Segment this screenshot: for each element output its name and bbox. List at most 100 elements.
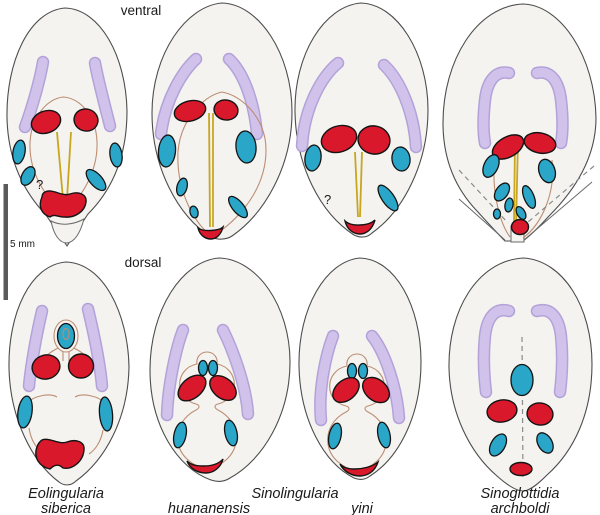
muscle-scar-teal xyxy=(357,362,369,380)
taxon-genus-sinoglottidia: Sinoglottidia xyxy=(481,486,560,502)
taxon-species-archboldi: archboldi xyxy=(491,501,551,515)
muscle-scar-red-posterior xyxy=(339,459,380,477)
muscle-scar-teal xyxy=(85,168,107,192)
flank-band-left xyxy=(478,67,514,148)
muscle-scar-red-right xyxy=(361,376,391,404)
flank-band-right xyxy=(532,305,567,397)
panel-ventral-sinolingularia-huananensis xyxy=(151,2,293,240)
nerve-line xyxy=(359,151,363,218)
muscle-scar-red-posterior xyxy=(186,458,224,474)
flank-muscle-bands xyxy=(477,303,569,399)
muscle-scar-teal xyxy=(172,421,188,449)
muscle-scar-teal xyxy=(175,177,189,197)
muscle-scar-red-left xyxy=(173,99,207,123)
muscle-scar-teal-median xyxy=(56,322,76,350)
flank-muscle-bands xyxy=(314,329,406,427)
visceral-line xyxy=(53,319,79,353)
panel-dorsal-sinolingularia-huananensis xyxy=(149,257,291,482)
muscle-scars-teal xyxy=(12,139,123,192)
muscle-scar-teal xyxy=(157,134,177,168)
muscle-scar-teal xyxy=(20,166,36,186)
visceral-line xyxy=(62,352,70,361)
taxon-species-huananensis: huananensis xyxy=(168,501,250,515)
muscle-scar-teal xyxy=(189,205,199,219)
nerve-line xyxy=(354,151,359,218)
muscle-scar-teal xyxy=(488,433,508,457)
median-dashed-line xyxy=(521,336,524,480)
taxon-labels: Eolingularia siberica huananensis Sinoli… xyxy=(28,486,559,515)
muscle-scars-teal xyxy=(17,395,114,432)
muscle-scar-red-posterior xyxy=(343,218,376,235)
muscle-scar-teal xyxy=(521,185,537,209)
muscle-scar-red-right xyxy=(73,108,99,132)
muscle-scar-teal xyxy=(515,205,527,221)
muscle-scar-teal xyxy=(327,422,343,450)
muscle-scars-teal xyxy=(488,432,554,457)
muscle-scar-red-right xyxy=(526,402,554,426)
flank-band-left xyxy=(24,306,47,391)
muscle-scars-teal xyxy=(327,421,392,450)
muscle-scar-teal xyxy=(376,421,392,449)
muscle-scar-teal xyxy=(207,359,219,377)
muscle-scar-teal xyxy=(493,182,511,202)
muscle-scars-teal-median xyxy=(346,362,369,380)
muscle-scar-red-left xyxy=(177,374,207,402)
valve-outline xyxy=(151,2,293,240)
muscle-scars-teal xyxy=(157,130,257,219)
muscle-scar-red-right xyxy=(209,374,237,402)
dashed-boundary-right xyxy=(527,165,595,223)
muscle-scar-teal xyxy=(346,362,358,380)
muscle-scar-teal xyxy=(223,419,239,447)
muscle-scar-teal xyxy=(109,142,123,168)
row-label-ventral: ventral xyxy=(121,3,162,18)
panel-ventral-sinolingularia-yini: ? xyxy=(294,2,429,238)
flank-band-left xyxy=(162,325,188,420)
flank-band-left xyxy=(20,57,48,132)
taxon-species-yini: yini xyxy=(350,501,374,515)
pseudointerarea-edge-right xyxy=(523,181,593,241)
panel-ventral-sinoglottidia-archboldi xyxy=(442,3,597,243)
muscle-scar-teal xyxy=(98,396,114,432)
flank-muscle-bands xyxy=(477,66,569,150)
flank-band-right xyxy=(532,67,568,148)
muscle-scar-teal xyxy=(235,130,257,164)
taxon-species-siberica: siberica xyxy=(41,501,91,515)
muscle-scars-teal-median xyxy=(197,359,219,377)
muscle-scar-teal xyxy=(537,158,557,184)
muscle-scar-red-left xyxy=(30,109,62,135)
muscle-scar-teal xyxy=(12,139,26,165)
flank-muscle-bands xyxy=(160,323,255,422)
muscle-scar-teal xyxy=(482,154,500,178)
pedicle-notch xyxy=(50,218,85,244)
muscle-scar-teal xyxy=(17,395,33,429)
flank-muscle-bands xyxy=(154,52,264,141)
muscle-scar-red-right xyxy=(67,353,95,379)
taxon-genus-sinolingularia: Sinolingularia xyxy=(251,486,338,502)
panel-ventral-eolingularia-siberica: ? xyxy=(6,7,128,247)
muscle-scar-red-posterior xyxy=(196,224,225,240)
muscle-scar-red-right xyxy=(213,99,239,121)
muscle-scars-teal xyxy=(304,144,411,212)
flank-band-right xyxy=(218,325,253,419)
muscle-scar-red-right xyxy=(357,125,391,155)
pedicle-nerve-lines xyxy=(56,131,72,200)
muscle-scar-teal xyxy=(304,144,322,172)
muscle-scar-red-posterior xyxy=(510,218,530,236)
muscle-scar-teal xyxy=(377,184,399,212)
muscle-scar-teal xyxy=(536,432,554,454)
visceral-line-inner-hook xyxy=(62,327,70,341)
flank-band-right xyxy=(90,58,115,131)
flank-band-left xyxy=(156,54,201,139)
panel-dorsal-eolingularia-siberica xyxy=(8,261,130,486)
uncertainty-mark: ? xyxy=(324,192,331,207)
valve-outline xyxy=(294,2,429,238)
flank-band-right xyxy=(224,54,262,139)
muscle-scars-teal xyxy=(172,419,239,449)
muscle-scar-red-left xyxy=(332,376,360,404)
flank-muscle-bands xyxy=(22,302,109,393)
muscle-scar-teal xyxy=(492,208,502,220)
flank-band-left xyxy=(297,58,343,151)
flank-muscle-bands xyxy=(18,55,117,134)
